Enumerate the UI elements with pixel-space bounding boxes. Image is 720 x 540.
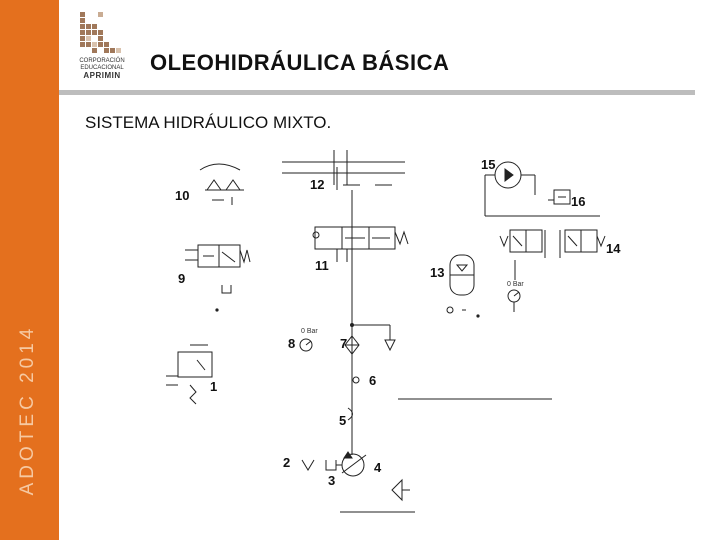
pressure-gauge-8 (299, 338, 313, 352)
directional-valve-11 (312, 200, 409, 262)
pump-15 (484, 161, 600, 217)
filter-7 (344, 324, 396, 355)
directional-valve-9 (185, 244, 251, 294)
label-5: 5 (339, 413, 346, 428)
header-divider (59, 90, 695, 95)
logo-text-line1: CORPORACIÓN (79, 58, 125, 64)
label-8: 8 (288, 336, 295, 351)
directional-valve-14 (499, 229, 606, 280)
pump-3 (336, 451, 415, 513)
motor-10 (199, 163, 244, 205)
pressure-gauge-14 (507, 289, 521, 312)
label-13: 13 (430, 265, 444, 280)
relief-valve-1 (166, 344, 213, 405)
label-10: 10 (175, 188, 189, 203)
hydraulic-circuit-diagram: 1 2 3 4 5 6 7 8 9 10 11 12 13 14 15 16 0… (166, 150, 621, 513)
label-4: 4 (374, 460, 382, 475)
logo-icon (80, 12, 121, 53)
label-7: 7 (340, 336, 347, 351)
gauge-text-8: 0 Bar (301, 328, 318, 335)
label-16: 16 (571, 194, 585, 209)
label-1: 1 (210, 379, 217, 394)
electric-motor-4 (391, 478, 410, 502)
logo-text-line2: EDUCACIONAL (80, 65, 124, 71)
label-6: 6 (369, 373, 376, 388)
page-title: OLEOHIDRÁULICA BÁSICA (150, 50, 450, 75)
label-9: 9 (178, 271, 185, 286)
coupling-5 (347, 407, 353, 421)
gauge-text-14: 0 Bar (507, 281, 524, 288)
label-15: 15 (481, 157, 495, 172)
accumulator-13 (446, 254, 475, 314)
label-14: 14 (606, 241, 621, 256)
sidebar-band: ADOTEC 2014 (0, 0, 59, 540)
label-2: 2 (283, 455, 290, 470)
label-12: 12 (310, 177, 324, 192)
label-11: 11 (315, 258, 329, 273)
check-valve-6 (352, 376, 360, 384)
sidebar-vertical-text: ADOTEC 2014 (17, 324, 38, 496)
relief-valve-16 (548, 189, 571, 205)
cylinder-12 (282, 150, 405, 190)
label-3: 3 (328, 473, 335, 488)
tank-2 (301, 459, 337, 471)
page-subtitle: SISTEMA HIDRÁULICO MIXTO. (85, 113, 332, 132)
logo-text-line3: APRIMIN (83, 71, 121, 80)
